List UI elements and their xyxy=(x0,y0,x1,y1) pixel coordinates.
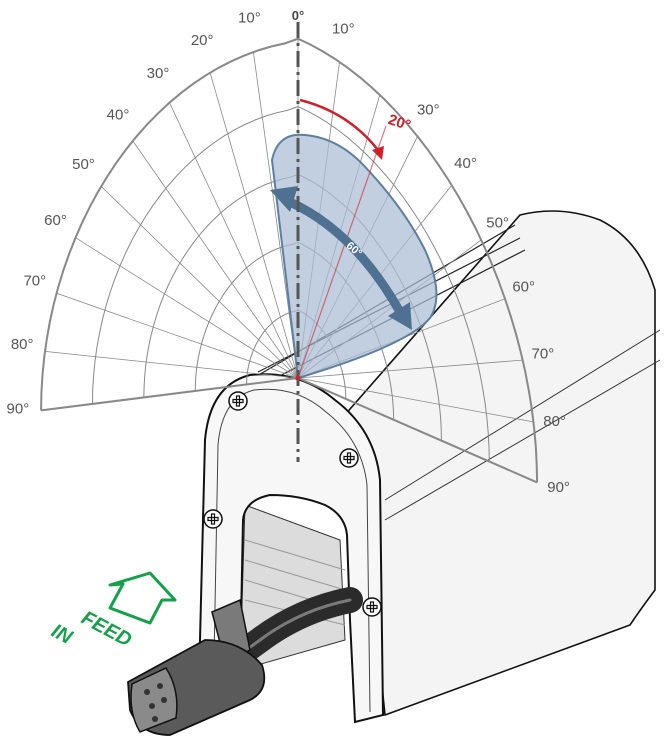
polar-radial xyxy=(209,72,299,379)
luminaire-housing xyxy=(196,210,661,724)
housing-crease-2 xyxy=(384,359,661,521)
connector-face xyxy=(130,667,178,733)
angle-tick-label: 50° xyxy=(486,214,509,231)
feed-in-indicator: FEED IN xyxy=(48,571,177,651)
angle-tick-label: 90° xyxy=(547,479,570,496)
polar-radial xyxy=(297,377,534,423)
angle-tick-label: 50° xyxy=(72,156,95,173)
angle-tick-label: 10° xyxy=(332,21,355,38)
screw-top-right xyxy=(339,448,359,468)
polar-radial xyxy=(169,102,299,379)
polar-radial xyxy=(100,186,299,379)
angle-tick-label: 20° xyxy=(191,32,214,49)
angle-tick-label: 80° xyxy=(543,413,566,430)
polar-radial xyxy=(40,377,299,412)
connector-pin xyxy=(161,697,167,703)
housing-crease-1 xyxy=(384,329,661,501)
beam-angle-arrow xyxy=(270,186,412,330)
connector-pin xyxy=(144,689,150,695)
angle-tick-label: 70° xyxy=(23,273,46,290)
connector xyxy=(127,598,266,736)
feed-in-arrow xyxy=(108,571,177,625)
angle-tick-label: 90° xyxy=(7,400,30,417)
polar-radial xyxy=(297,377,538,484)
connector-pin xyxy=(152,716,158,722)
angle-tick-label: 30° xyxy=(417,102,440,119)
connector-pin xyxy=(157,683,163,689)
in-label: IN xyxy=(48,620,76,649)
screw-top-left xyxy=(228,391,248,411)
channel-rails xyxy=(244,539,346,626)
angle-tick-label: 40° xyxy=(107,107,130,124)
housing-end-cap xyxy=(196,373,385,724)
polar-radial xyxy=(132,140,299,379)
angle-tick-label: 60° xyxy=(512,279,535,296)
angle-tick-label: 80° xyxy=(11,336,34,353)
connector-pin xyxy=(149,703,155,709)
angle-tick-label: 40° xyxy=(454,155,477,172)
screw-bottom-left xyxy=(203,509,223,529)
polar-radial xyxy=(75,237,299,379)
end-cap-inner-edge xyxy=(212,388,371,716)
screw-bottom-right xyxy=(362,597,382,617)
angle-tick-label: 10° xyxy=(238,10,261,27)
beam: 60° xyxy=(270,125,438,380)
tilt-angle-label: 20° xyxy=(386,111,413,134)
angle-tick-label: 70° xyxy=(532,345,555,362)
polar-radial xyxy=(56,292,299,379)
feed-cable xyxy=(222,587,363,671)
beam-origin-dot xyxy=(295,375,301,381)
tilt-axis-line xyxy=(297,125,387,379)
tilt-angle-arrow xyxy=(299,98,384,160)
zero-degree-label: 0° xyxy=(292,8,304,23)
angle-tick-label: 30° xyxy=(147,65,170,82)
polar-radial xyxy=(44,351,299,379)
angle-tick-label: 60° xyxy=(44,212,67,229)
polar-radial xyxy=(297,359,523,379)
